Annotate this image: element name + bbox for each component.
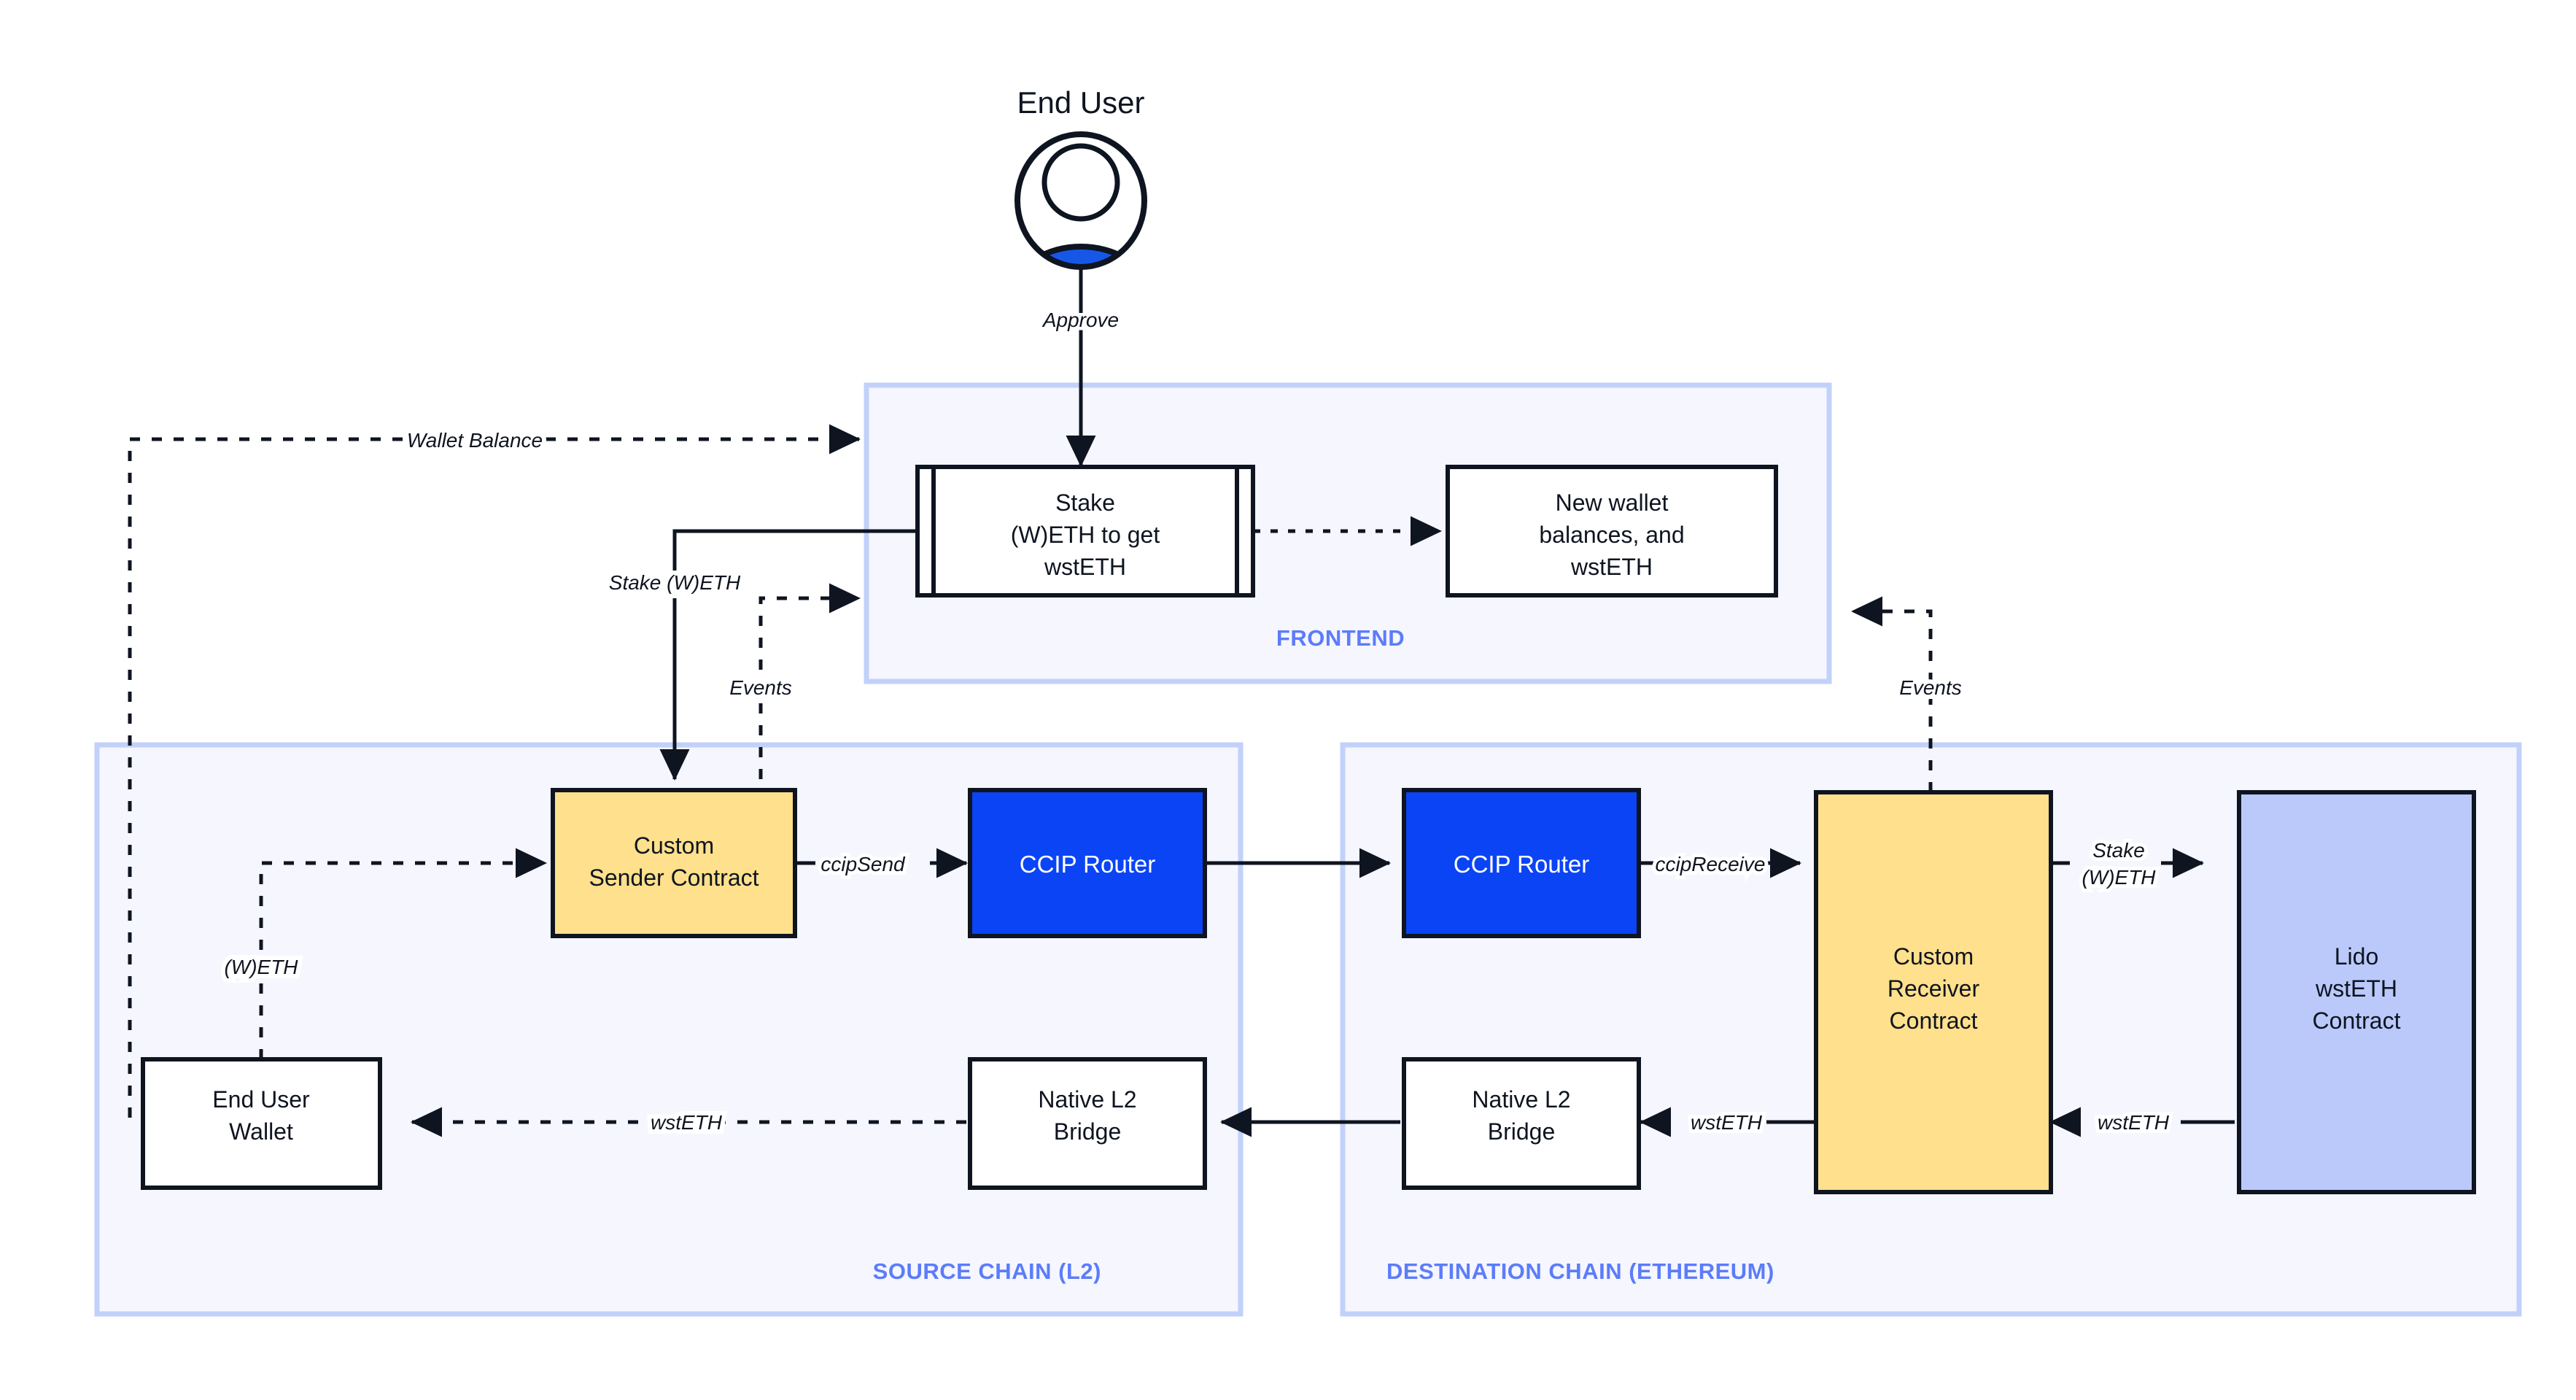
node-custom-receiver-line1: Custom — [1893, 943, 1974, 970]
node-end-user-wallet-line1: End User — [212, 1086, 310, 1113]
node-native-bridge-destination[interactable]: Native L2 Bridge — [1402, 1057, 1641, 1190]
node-lido-line3: Contract — [2313, 1008, 2401, 1034]
edge-label-weth: (W)ETH — [224, 956, 298, 978]
edge-label-ccipsend: ccipSend — [820, 853, 906, 875]
node-native-bridge-destination-line1: Native L2 — [1472, 1086, 1570, 1113]
node-new-balances-line1: New wallet — [1556, 490, 1669, 516]
edge-label-ccipreceive: ccipReceive — [1656, 853, 1766, 875]
edge-label-wsteth-bridge: wstETH — [1691, 1111, 1763, 1134]
node-new-wallet-balances[interactable]: New wallet balances, and wstETH — [1446, 465, 1778, 597]
node-custom-sender-line1: Custom — [634, 832, 714, 859]
node-native-bridge-source-line2: Bridge — [1054, 1118, 1122, 1145]
edge-label-stake-weth: Stake (W)ETH — [609, 571, 741, 594]
node-native-bridge-source[interactable]: Native L2 Bridge — [968, 1057, 1207, 1190]
node-ccip-router-destination[interactable]: CCIP Router — [1402, 788, 1641, 938]
section-label-frontend: FRONTEND — [1276, 625, 1405, 651]
node-custom-receiver-line2: Receiver — [1888, 975, 1980, 1002]
edge-label-events-source: Events — [729, 676, 792, 699]
edge-label-wsteth-wallet: wstETH — [651, 1111, 723, 1134]
edge-events-source — [759, 583, 861, 779]
edge-wallet-balance — [128, 424, 861, 1118]
node-ccip-router-source-label: CCIP Router — [1020, 851, 1155, 878]
node-custom-receiver-line3: Contract — [1890, 1008, 1978, 1034]
node-stake-form-line1: Stake — [1055, 490, 1115, 516]
actor-label: End User — [1017, 85, 1144, 120]
node-custom-receiver-contract[interactable]: Custom Receiver Contract — [1814, 790, 2053, 1194]
node-lido-line2: wstETH — [2315, 975, 2397, 1002]
node-lido-line1: Lido — [2335, 943, 2379, 970]
edge-stake-weth — [659, 529, 917, 781]
node-native-bridge-destination-line2: Bridge — [1488, 1118, 1556, 1145]
node-stake-form-line3: wstETH — [1044, 554, 1126, 580]
node-end-user-wallet[interactable]: End User Wallet — [141, 1057, 382, 1190]
edge-label-wsteth-lido: wstETH — [2098, 1111, 2170, 1134]
section-label-source-chain: SOURCE CHAIN (L2) — [873, 1258, 1101, 1284]
node-end-user-wallet-line2: Wallet — [229, 1118, 293, 1145]
user-avatar-icon — [1015, 131, 1147, 270]
node-ccip-router-source[interactable]: CCIP Router — [968, 788, 1207, 938]
node-ccip-router-destination-label: CCIP Router — [1454, 851, 1589, 878]
node-custom-sender-line2: Sender Contract — [589, 865, 759, 891]
section-label-destination-chain: DESTINATION CHAIN (ETHEREUM) — [1386, 1258, 1774, 1284]
edge-label-approve: Approve — [1041, 309, 1119, 331]
edge-label-events-destination: Events — [1899, 676, 1962, 699]
edge-events-destination — [1850, 596, 1933, 792]
node-stake-form-line2: (W)ETH to get — [1011, 522, 1160, 548]
edge-label-stake-weth-2-line1: Stake — [2092, 839, 2145, 862]
node-new-balances-line3: wstETH — [1570, 554, 1653, 580]
node-new-balances-line2: balances, and — [1539, 522, 1684, 548]
edge-label-wallet-balance: Wallet Balance — [407, 429, 543, 452]
edge-label-stake-weth-2-line2: (W)ETH — [2082, 866, 2156, 889]
actor-end-user: End User — [1015, 85, 1147, 270]
node-stake-form[interactable]: Stake (W)ETH to get wstETH — [915, 465, 1255, 597]
node-custom-sender-contract[interactable]: Custom Sender Contract — [551, 788, 797, 938]
node-lido-wsteth-contract[interactable]: Lido wstETH Contract — [2237, 790, 2476, 1194]
node-native-bridge-source-line1: Native L2 — [1038, 1086, 1136, 1113]
